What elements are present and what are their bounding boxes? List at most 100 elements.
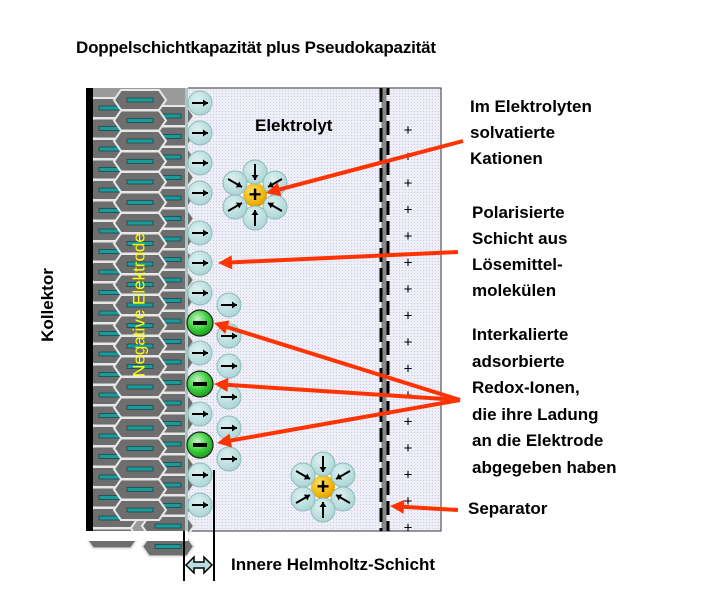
solvent-molecule bbox=[310, 451, 336, 477]
separator-plus-sign: + bbox=[404, 467, 413, 484]
solvent-molecule bbox=[216, 415, 242, 441]
electrode-hex-cell bbox=[112, 89, 168, 111]
collector-label: Kollektor bbox=[38, 268, 57, 342]
electrode-hex-cell bbox=[112, 478, 168, 501]
electrode-hex-cell bbox=[112, 396, 168, 419]
label-line: Redox-Ionen, bbox=[472, 378, 580, 397]
label-line: Lösemittel- bbox=[472, 255, 563, 274]
anion-minus-icon bbox=[193, 443, 207, 447]
separator-plus-sign: + bbox=[404, 414, 413, 431]
separator-plus-sign: + bbox=[404, 255, 413, 272]
arrow-to-cation bbox=[266, 139, 464, 197]
pointer-arrows bbox=[214, 139, 464, 514]
separator-plus-sign: + bbox=[404, 308, 413, 325]
label-line: Interkalierte bbox=[472, 325, 569, 344]
electrode-hex-cell bbox=[112, 417, 168, 439]
solvent-molecule bbox=[290, 462, 316, 488]
electrode-hex-cell bbox=[112, 376, 168, 398]
helmholtz-double-arrow-icon bbox=[184, 555, 214, 575]
solvent-molecule bbox=[187, 220, 213, 246]
solvent-molecule bbox=[310, 497, 336, 523]
electrode-hex-cell bbox=[112, 171, 168, 193]
solvent-molecule bbox=[187, 120, 213, 146]
label-line: an die Elektrode bbox=[472, 431, 604, 450]
label-solvated-cations: Im Elektrolyten solvatierte Kationen bbox=[470, 94, 592, 172]
cation-plus-icon: + bbox=[317, 474, 330, 499]
anion-minus-icon bbox=[193, 321, 207, 325]
redox-anion bbox=[186, 309, 214, 337]
label-line: die ihre Ladung bbox=[472, 404, 599, 424]
collector-plate bbox=[86, 88, 93, 531]
label-line: Polarisierte bbox=[472, 203, 565, 222]
electrode-hex-lattice bbox=[60, 80, 196, 558]
solvent-molecule bbox=[222, 170, 248, 196]
label-separator: Separator bbox=[468, 499, 548, 518]
page-title: Doppelschichtkapazität plus Pseudokapazi… bbox=[76, 38, 436, 57]
label-inner-helmholtz: Innere Helmholtz-Schicht bbox=[231, 555, 436, 574]
solvent-molecule bbox=[242, 205, 268, 231]
label-line: Im Elektrolyten bbox=[470, 97, 592, 116]
electrolyte-label: Elektrolyt bbox=[255, 116, 333, 135]
separator-plus-sign: + bbox=[404, 361, 413, 378]
solvent-molecule bbox=[222, 194, 248, 220]
solvent-molecule bbox=[216, 292, 242, 318]
separator-plus-sign: + bbox=[404, 520, 413, 537]
separator-plus-sign: + bbox=[404, 493, 413, 510]
separator-plus-sign: + bbox=[404, 334, 413, 351]
redox-anion bbox=[186, 370, 214, 398]
solvent-molecule bbox=[187, 492, 213, 518]
label-line: abgegeben haben bbox=[472, 457, 617, 477]
solvent-molecule bbox=[242, 159, 268, 185]
separator-plus-sign: + bbox=[404, 202, 413, 219]
solvent-molecule bbox=[187, 401, 213, 427]
solvent-molecule bbox=[187, 90, 213, 116]
arrow-to-anion-3 bbox=[217, 398, 461, 448]
solvent-molecule bbox=[262, 194, 288, 220]
arrow-to-solvent-layer bbox=[218, 250, 459, 270]
solvent-molecule bbox=[216, 384, 242, 410]
separator-plus-sign: + bbox=[404, 122, 413, 139]
electrode-hex-cell bbox=[112, 437, 168, 460]
solvent-molecule bbox=[187, 250, 213, 276]
label-line: molekülen bbox=[472, 281, 557, 300]
label-line: adsorbierte bbox=[472, 351, 565, 371]
solvent-molecule bbox=[330, 462, 356, 488]
solvent-molecule bbox=[187, 280, 213, 306]
arrow-to-anion-1 bbox=[214, 320, 461, 402]
separator-plus-sign: + bbox=[404, 228, 413, 245]
electrode-hex-cell bbox=[112, 109, 168, 132]
electrode-hex-cell bbox=[112, 191, 168, 214]
solvent-molecule bbox=[187, 180, 213, 206]
separator-plus-sign: + bbox=[404, 175, 413, 192]
solvent-molecule bbox=[187, 340, 213, 366]
label-line: Schicht aus bbox=[472, 229, 568, 248]
label-redox-ions: Interkalierte adsorbierte Redox-Ionen, d… bbox=[472, 322, 617, 481]
electrode-hex-cell bbox=[112, 355, 168, 378]
solvent-molecule bbox=[330, 486, 356, 512]
arrow-to-anion-2 bbox=[214, 377, 461, 402]
label-line: Kationen bbox=[470, 149, 543, 168]
solvent-molecule bbox=[187, 150, 213, 176]
anion-minus-icon bbox=[193, 382, 207, 386]
negative-electrode-label: Negative Elektrode bbox=[129, 233, 148, 377]
electrode-hex-cell bbox=[112, 212, 168, 234]
electrode-hex-cell bbox=[112, 499, 168, 521]
cation-plus-icon: + bbox=[249, 182, 262, 207]
label-line: solvatierte bbox=[470, 123, 556, 142]
separator-plus-sign: + bbox=[404, 440, 413, 457]
solvent-molecule bbox=[216, 446, 242, 472]
solvent-molecule bbox=[187, 462, 213, 488]
molecules: ++ bbox=[186, 90, 356, 523]
electrode-hex-cell bbox=[112, 130, 168, 152]
solvated-cation: + bbox=[241, 181, 269, 209]
arrow-to-separator bbox=[390, 499, 459, 514]
label-polarized-layer: Polarisierte Schicht aus Lösemittel- mol… bbox=[472, 200, 567, 304]
electrode-hex-cell bbox=[112, 150, 168, 173]
solvent-molecule bbox=[216, 353, 242, 379]
solvated-cation: + bbox=[309, 473, 337, 501]
redox-anion bbox=[186, 431, 214, 459]
separator-plus-sign: + bbox=[404, 281, 413, 298]
solvent-molecule bbox=[290, 486, 316, 512]
electrode-hex-cell bbox=[112, 458, 168, 480]
